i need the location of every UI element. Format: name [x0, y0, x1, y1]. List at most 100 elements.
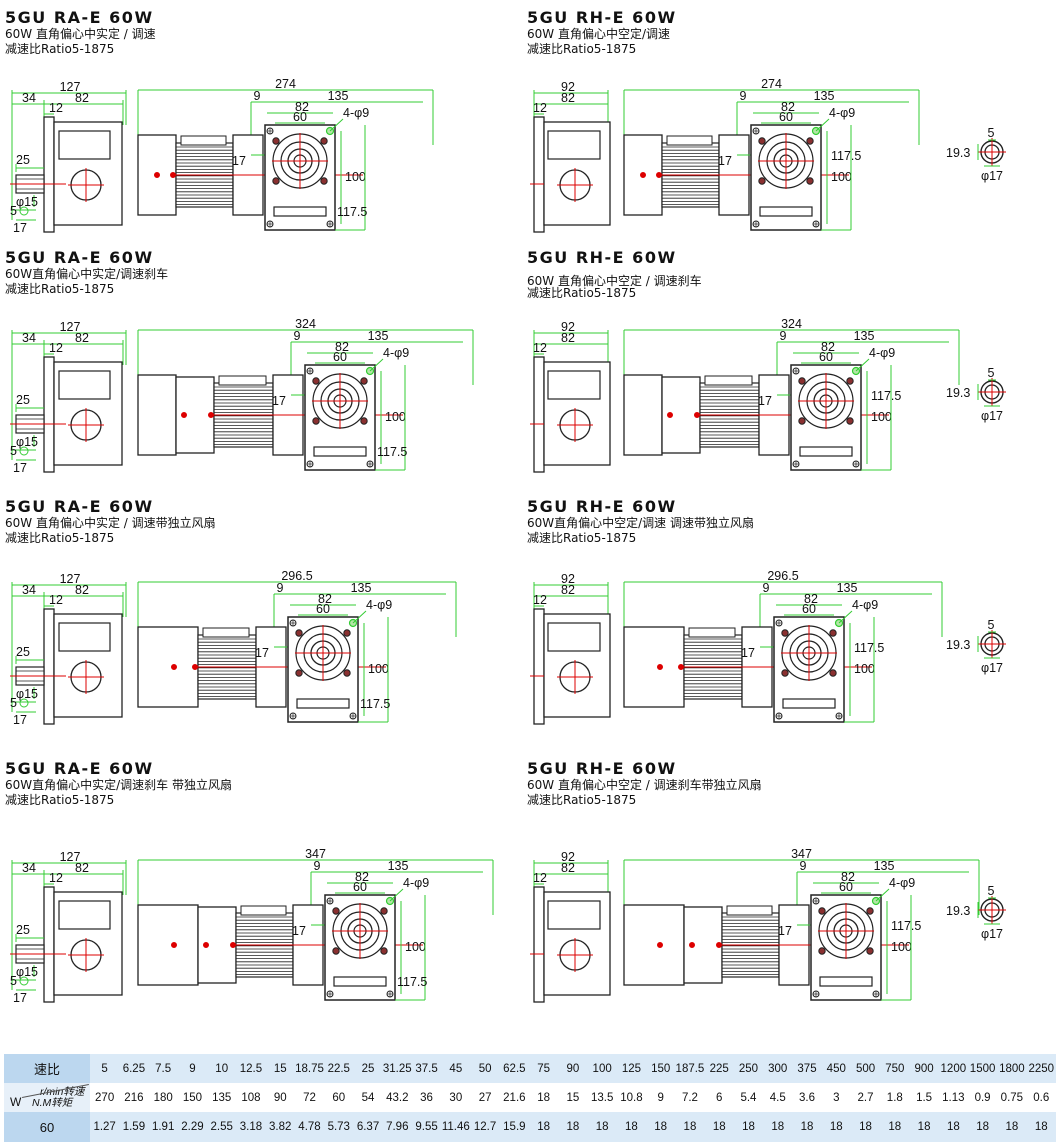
dim-25: 25 — [16, 153, 30, 167]
dim-100: 100 — [368, 662, 389, 676]
ratio-cell: 750 — [880, 1054, 910, 1083]
ratio-cell: 1500 — [967, 1054, 998, 1083]
dim-100: 100 — [891, 940, 912, 954]
dim-17: 17 — [758, 394, 772, 408]
dim-82: 82 — [75, 91, 89, 105]
ratio-cell: 150 — [646, 1054, 676, 1083]
dim-17: 17 — [741, 646, 755, 660]
dim-60: 60 — [316, 602, 330, 616]
speed-cell: 135 — [207, 1083, 237, 1112]
ratio-cell: 5 — [90, 1054, 120, 1083]
flange-plate — [533, 356, 545, 473]
ratio-range: 减速比Ratio5-1875 — [5, 282, 115, 296]
dim-5: 5 — [988, 126, 995, 140]
speed-cell: 0.75 — [997, 1083, 1027, 1112]
ratio-cell: 25 — [353, 1054, 383, 1083]
dim-100: 100 — [871, 410, 892, 424]
torque-cell: 18 — [675, 1112, 705, 1142]
dim-4-phi9: 4-φ9 — [852, 598, 878, 612]
torque-cell: 9.55 — [411, 1112, 442, 1142]
line — [352, 610, 367, 624]
dim-82: 82 — [821, 340, 835, 354]
dim-135: 135 — [388, 859, 409, 873]
speed-cell: 9 — [646, 1083, 676, 1112]
torque-cell: 7.96 — [382, 1112, 412, 1142]
torque-cell: 18 — [646, 1112, 676, 1142]
dim-82: 82 — [781, 100, 795, 114]
motor-end-cover — [623, 626, 685, 708]
speed-cell: 13.5 — [587, 1083, 617, 1112]
dim-92: 92 — [561, 80, 575, 94]
speed-cell: 15 — [558, 1083, 588, 1112]
ratio-cell: 900 — [909, 1054, 939, 1083]
bolt-hole — [320, 137, 328, 145]
torque-cell: 18 — [938, 1112, 968, 1142]
dim-phi17: φ17 — [981, 927, 1003, 941]
ratio-cell: 450 — [821, 1054, 851, 1083]
dim-82: 82 — [75, 861, 89, 875]
terminal-box — [240, 905, 287, 916]
speed-cell: 43.2 — [382, 1083, 412, 1112]
dim-9: 9 — [314, 859, 321, 873]
speed-cell: 180 — [148, 1083, 178, 1112]
ratio-cell: 50 — [470, 1054, 500, 1083]
motor-marker — [640, 172, 646, 178]
center-marker — [192, 664, 198, 670]
dim-117-5: 117.5 — [871, 389, 901, 403]
dim-overall: 296.5 — [767, 569, 798, 583]
torque-cell: 18 — [616, 1112, 647, 1142]
torque-cell: 1.27 — [90, 1112, 120, 1142]
dim-82: 82 — [841, 870, 855, 884]
keyway-dim-marker — [19, 698, 29, 708]
torque-cell: 18 — [909, 1112, 939, 1142]
dim-phi15: φ15 — [16, 435, 38, 449]
rh-block-3: 5GU RH-E 60W 60W直角偏心中空定/调速 调速带独立风扇 减速比Ra… — [527, 498, 754, 546]
ratio-header: 速比 — [4, 1054, 90, 1083]
fan-marker — [171, 942, 177, 948]
dim-phi17: φ17 — [981, 169, 1003, 183]
speed-cell: 3.6 — [792, 1083, 822, 1112]
model-title: 5GU RH-E 60W — [527, 497, 677, 516]
ratio-range: 减速比Ratio5-1875 — [527, 793, 637, 807]
dim-92: 92 — [561, 572, 575, 586]
bolt-hole — [272, 177, 280, 185]
dim-60: 60 — [819, 350, 833, 364]
nameplate — [58, 622, 111, 652]
model-description: 60W直角偏心中实定/调速刹车 — [5, 267, 169, 281]
torque-cell: 1.59 — [119, 1112, 149, 1142]
terminal-box — [202, 627, 250, 638]
torque-cell: 18 — [733, 1112, 764, 1142]
torque-cell: 3.18 — [236, 1112, 266, 1142]
bolt-hole — [343, 669, 351, 677]
keyway-dim-marker — [19, 206, 29, 216]
ratio-cell: 125 — [616, 1054, 647, 1083]
ratio-cell: 187.5 — [675, 1054, 705, 1083]
dim-127: 127 — [60, 572, 81, 586]
bolt-hole — [332, 907, 340, 915]
flange-plate — [43, 116, 55, 233]
dim-5: 5 — [10, 974, 17, 988]
dim-135: 135 — [351, 581, 372, 595]
dim-117-5: 117.5 — [337, 205, 367, 219]
center-marker — [694, 412, 700, 418]
terminal-box — [218, 375, 267, 386]
torque-cell: 1.91 — [148, 1112, 178, 1142]
center-marker — [208, 412, 214, 418]
dim-9: 9 — [740, 89, 747, 103]
bolt-hole — [866, 947, 874, 955]
speed-cell: 216 — [119, 1083, 149, 1112]
torque-cell: 12.7 — [470, 1112, 500, 1142]
speed-cell: 6 — [704, 1083, 734, 1112]
dim-34: 34 — [22, 91, 36, 105]
brake-marker — [181, 412, 187, 418]
dim-19-3: 19.3 — [946, 146, 970, 160]
bolt-hole — [758, 177, 766, 185]
ratio-cell: 2250 — [1026, 1054, 1056, 1083]
line — [838, 610, 853, 624]
dim-117-5: 117.5 — [854, 641, 884, 655]
dim-60: 60 — [779, 110, 793, 124]
dim-12: 12 — [533, 871, 547, 885]
